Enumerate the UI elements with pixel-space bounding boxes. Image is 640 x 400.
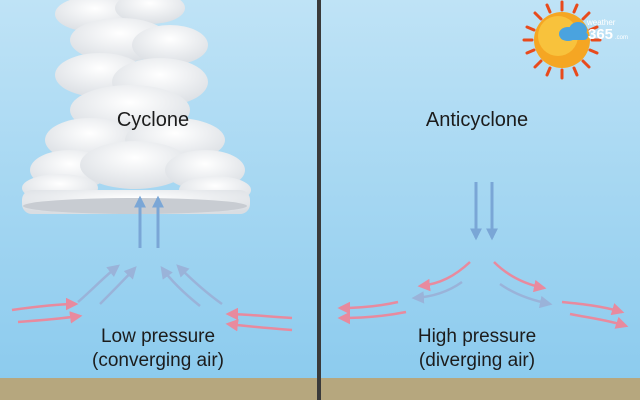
- right-sky-panel: [321, 0, 640, 380]
- diverge-arrow-left-curve-upper: [417, 261, 471, 292]
- diverge-arrow-right-curve-lower: [499, 282, 553, 309]
- diverging-air-arrows: [337, 261, 629, 329]
- diverge-arrow-left-curve-lower: [411, 280, 463, 304]
- logo-suffix: .com: [615, 35, 628, 41]
- left-ground: [0, 378, 317, 400]
- converge-arrow-left-curve-outer: [77, 264, 120, 303]
- cyclone-title: Cyclone: [117, 109, 189, 131]
- converge-arrow-right-curve-outer: [176, 264, 223, 306]
- diverge-arrow-left-outer: [337, 300, 399, 315]
- weather365-logo: weather 365 .com: [522, 0, 628, 80]
- anticyclone-caption-line1: High pressure: [418, 326, 536, 347]
- converge-arrow-right-inner: [225, 318, 293, 332]
- converge-arrow-left-curve-inner: [99, 266, 137, 305]
- logo-cloud-icon: [559, 22, 588, 41]
- converge-arrow-right-curve-inner: [160, 265, 201, 307]
- panel-divider: [317, 0, 321, 400]
- diverge-arrow-right-inner: [569, 312, 629, 329]
- converge-arrow-left-outer: [11, 297, 79, 312]
- logo-line1: weather: [586, 18, 616, 27]
- cloud-base-shadow: [23, 198, 247, 214]
- diverge-arrow-left-inner: [337, 310, 407, 325]
- converge-arrow-right-outer: [225, 307, 293, 321]
- rising-air-arrows: [134, 195, 164, 248]
- sinking-air-arrows: [470, 182, 498, 241]
- cloud-icon: [22, 0, 251, 214]
- diverge-arrow-right-outer: [561, 300, 625, 316]
- logo-line2: 365: [588, 26, 613, 43]
- cyclone-caption-line2: (converging air): [92, 350, 224, 371]
- converging-air-arrows: [11, 264, 293, 332]
- right-ground: [321, 378, 640, 400]
- cyclone-caption-line1: Low pressure: [101, 326, 215, 347]
- diverge-arrow-right-curve-upper: [493, 261, 547, 293]
- anticyclone-caption-line2: (diverging air): [419, 350, 535, 371]
- anticyclone-title: Anticyclone: [426, 109, 528, 131]
- converge-arrow-left-inner: [17, 311, 83, 324]
